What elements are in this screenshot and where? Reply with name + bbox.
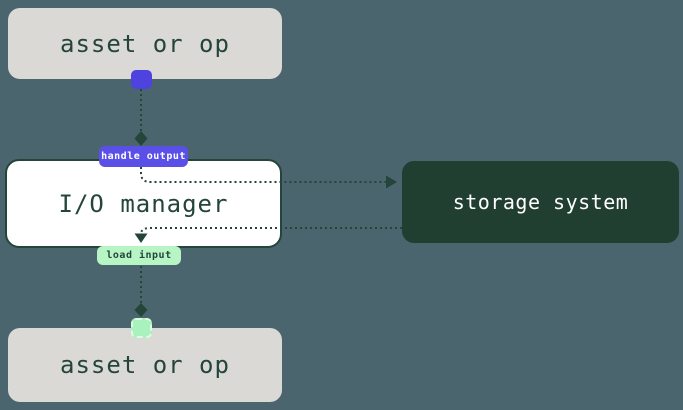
- diamond-icon-input: [134, 303, 148, 317]
- edge-label-load-input-text: load input: [106, 250, 172, 261]
- node-asset-or-op-top: asset or op: [8, 8, 282, 79]
- diamond-icon-output: [134, 131, 148, 146]
- edge-label-handle-output: handle output: [99, 146, 188, 167]
- node-asset-or-op-bottom: asset or op: [8, 328, 282, 402]
- node-asset-or-op-top-label: asset or op: [60, 29, 230, 58]
- node-io-manager-label: I/O manager: [58, 189, 229, 218]
- output-port-icon: [131, 70, 152, 89]
- node-asset-or-op-bottom-label: asset or op: [60, 351, 230, 379]
- input-port-icon: [131, 318, 152, 338]
- node-storage-system: storage system: [402, 161, 679, 243]
- edge-label-handle-output-text: handle output: [101, 151, 186, 162]
- node-storage-system-label: storage system: [452, 190, 629, 214]
- arrowhead-icon-right: [386, 175, 397, 189]
- node-io-manager: I/O manager: [5, 159, 282, 248]
- edge-label-load-input: load input: [97, 246, 181, 265]
